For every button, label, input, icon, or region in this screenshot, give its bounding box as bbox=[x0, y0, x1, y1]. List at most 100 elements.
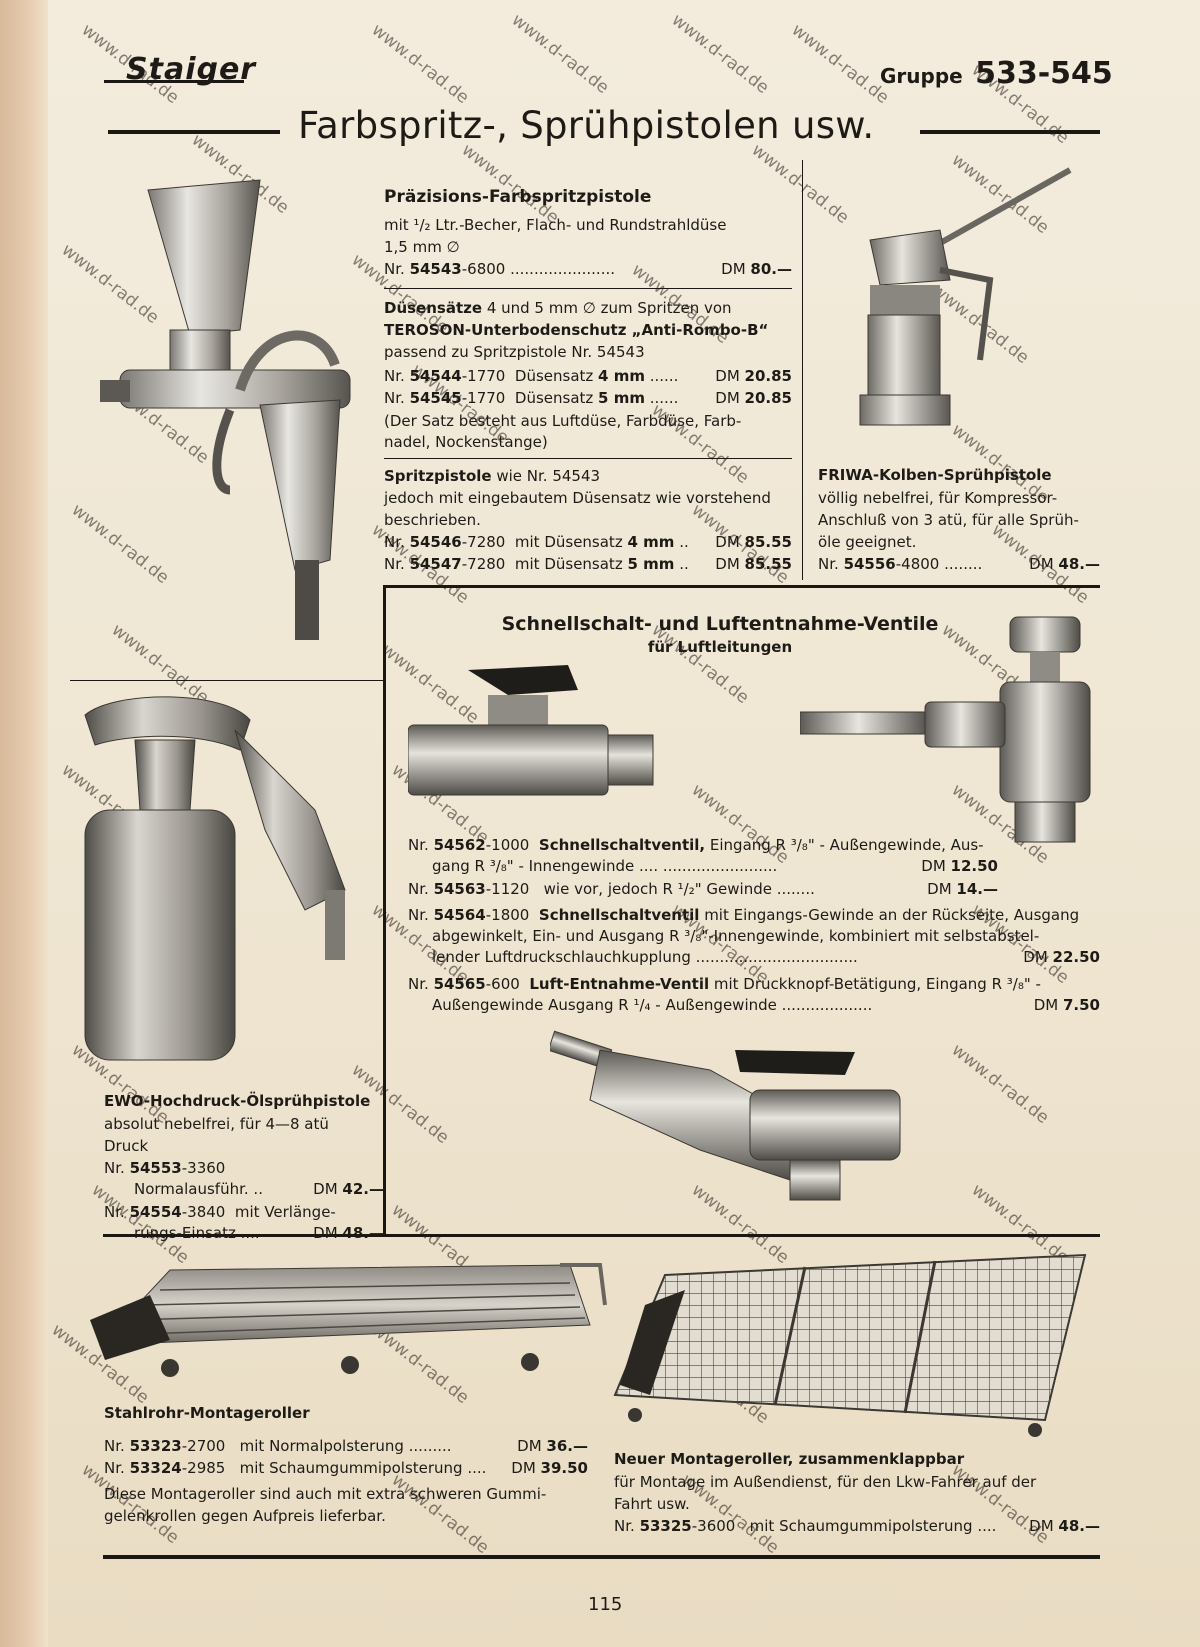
bottom-section-rule bbox=[103, 1234, 1100, 1237]
item-price: 85.55 bbox=[744, 555, 792, 573]
quick-valve-photo bbox=[408, 665, 654, 796]
ventil-item-4: Nr. 54565-600 Luft-Entnahme-Ventil mit D… bbox=[408, 974, 1100, 1016]
air-outlet-valve-photo bbox=[550, 1030, 901, 1201]
ventil-item-3: Nr. 54564-1800 Schnellschaltventil mit E… bbox=[408, 905, 1100, 968]
item-name: Luft-Entnahme-Ventil bbox=[529, 975, 710, 993]
item-text2: Außengewinde Ausgang R ¹/₄ - Außengewind… bbox=[432, 996, 873, 1014]
item-prefix: Nr. bbox=[818, 555, 839, 573]
item-prefix: Nr. bbox=[104, 1203, 125, 1221]
divider bbox=[384, 458, 792, 459]
duesen-intro-bold: Düsensätze bbox=[384, 299, 483, 317]
item-name: Schnellschaltventil, bbox=[538, 836, 706, 854]
item-price: 20.85 bbox=[744, 389, 792, 407]
item-desc: mit Schaumgummipolsterung bbox=[239, 1459, 463, 1477]
ventile-title: Schnellschalt- und Luftentnahme-Ventile bbox=[501, 613, 939, 635]
spritz-line3: beschrieben. bbox=[384, 511, 481, 529]
item-prefix: Nr. bbox=[384, 260, 405, 278]
item-text1: wie vor, jedoch R ¹/₂" Gewinde ........ bbox=[543, 880, 815, 898]
item-currency: DM bbox=[313, 1180, 338, 1198]
item-currency: DM bbox=[927, 880, 952, 898]
ewo-item-2: Nr. 54554-3840 mit Verlänge- rungs-Einsa… bbox=[104, 1202, 384, 1244]
item-currency: DM bbox=[1023, 948, 1048, 966]
group-label: Gruppe bbox=[880, 64, 963, 88]
praezision-desc2: 1,5 mm ∅ bbox=[384, 238, 460, 256]
item-price: 48.— bbox=[342, 1224, 384, 1242]
page-number: 115 bbox=[588, 1594, 623, 1615]
item-text1: Eingang R ³/₈" - Außengewinde, Aus- bbox=[705, 836, 984, 854]
ewo-line2: Druck bbox=[104, 1137, 149, 1155]
item-prefix: Nr. bbox=[384, 533, 405, 551]
item-suffix: -4800 bbox=[895, 555, 940, 573]
item-currency: DM bbox=[1029, 1517, 1054, 1535]
duesen-line2: TEROSON-Unterbodenschutz „Anti-Rombo-B“ bbox=[384, 321, 769, 339]
item-number: 54563 bbox=[433, 880, 486, 898]
item-desc: mit Düsensatz bbox=[514, 533, 623, 551]
item-prefix: Nr. bbox=[614, 1517, 635, 1535]
page-title: Farbspritz-, Sprühpistolen usw. bbox=[298, 104, 875, 147]
item-size: 4 mm bbox=[627, 533, 675, 551]
item-price: 85.55 bbox=[744, 533, 792, 551]
duesen-note1: (Der Satz besteht aus Luftdüse, Farbdüse… bbox=[384, 412, 742, 430]
item-price: 42.— bbox=[342, 1180, 384, 1198]
item-price: 36.— bbox=[546, 1437, 588, 1455]
item-currency: DM bbox=[715, 389, 740, 407]
item-dots: .. bbox=[253, 1180, 263, 1198]
column-divider bbox=[802, 160, 803, 580]
item-name: Schnellschaltventil bbox=[538, 906, 700, 924]
watermark-text: www.d-rad.de bbox=[507, 10, 613, 99]
staiger-logo: Staiger bbox=[126, 52, 257, 87]
friwa-line2: Anschluß von 3 atü, für alle Sprüh- bbox=[818, 511, 1079, 529]
item-price: 39.50 bbox=[540, 1459, 588, 1477]
item-dots: ...... bbox=[649, 367, 679, 385]
item-prefix: Nr. bbox=[408, 906, 429, 924]
item-number: 54545 bbox=[409, 389, 462, 407]
item-text2: gang R ³/₈" - Innengewinde .... ........… bbox=[432, 857, 778, 875]
folding-creeper-photo bbox=[613, 1253, 1087, 1437]
item-currency: DM bbox=[921, 857, 946, 875]
item-currency: DM bbox=[715, 533, 740, 551]
item-suffix: -7280 bbox=[461, 555, 506, 573]
stahlrohr-note2: gelenkrollen gegen Aufpreis lieferbar. bbox=[104, 1507, 386, 1525]
group-label-wrap: Gruppe 533-545 bbox=[880, 56, 1113, 91]
ventil-item-2: Nr. 54563-1120 wie vor, jedoch R ¹/₂" Ge… bbox=[408, 879, 998, 900]
item-desc: Düsensatz bbox=[514, 389, 594, 407]
item-prefix: Nr. bbox=[104, 1437, 125, 1455]
watermark-text: www.d-rad.de bbox=[947, 1040, 1053, 1129]
watermark-text: www.d-rad.de bbox=[747, 140, 853, 229]
divider bbox=[384, 288, 792, 289]
item-number: 54546 bbox=[409, 533, 462, 551]
praezision-title: Präzisions-Farbspritzpistole bbox=[384, 187, 652, 207]
spritz-title-rest: wie Nr. 54543 bbox=[491, 467, 601, 485]
creeper-photo bbox=[90, 1263, 607, 1377]
spritz-item-1: Nr. 54546-7280 mit Düsensatz 4 mm .. DM … bbox=[384, 532, 792, 553]
stahlrohr-title: Stahlrohr-Montageroller bbox=[104, 1404, 310, 1422]
ventile-box-top bbox=[383, 585, 1100, 588]
friwa-item: Nr. 54556-4800 ........ DM 48.— bbox=[818, 554, 1100, 575]
item-text2: abgewinkelt, Ein- und Ausgang R ³/₈"-Inn… bbox=[432, 927, 1040, 945]
logo-underline bbox=[104, 80, 244, 83]
item-dots: ........ bbox=[944, 555, 983, 573]
item-suffix: -1000 bbox=[485, 836, 530, 854]
item-desc2: rungs-Einsatz bbox=[134, 1224, 236, 1242]
item-prefix: Nr. bbox=[408, 975, 429, 993]
watermark-text: www.d-rad.de bbox=[787, 20, 893, 109]
item-suffix: -7280 bbox=[461, 533, 506, 551]
item-currency: DM bbox=[1029, 555, 1054, 573]
item-desc: Normalausführ. bbox=[134, 1180, 249, 1198]
spray-gun-photo bbox=[100, 179, 351, 640]
item-prefix: Nr. bbox=[384, 389, 405, 407]
item-prefix: Nr. bbox=[104, 1459, 125, 1477]
ventile-box-left bbox=[383, 585, 386, 1235]
item-suffix: -6800 bbox=[461, 260, 506, 278]
item-dots: ...... bbox=[649, 389, 679, 407]
duesen-item-2: Nr. 54545-1770 Düsensatz 5 mm ...... DM … bbox=[384, 388, 792, 409]
item-number: 54564 bbox=[433, 906, 486, 924]
corner-valve-photo bbox=[800, 616, 1091, 843]
item-price: 12.50 bbox=[950, 857, 998, 875]
item-price: 48.— bbox=[1058, 1517, 1100, 1535]
item-prefix: Nr. bbox=[408, 880, 429, 898]
friwa-title: FRIWA-Kolben-Sprühpistole bbox=[818, 466, 1052, 484]
item-number: 54562 bbox=[433, 836, 486, 854]
item-number: 53325 bbox=[639, 1517, 692, 1535]
